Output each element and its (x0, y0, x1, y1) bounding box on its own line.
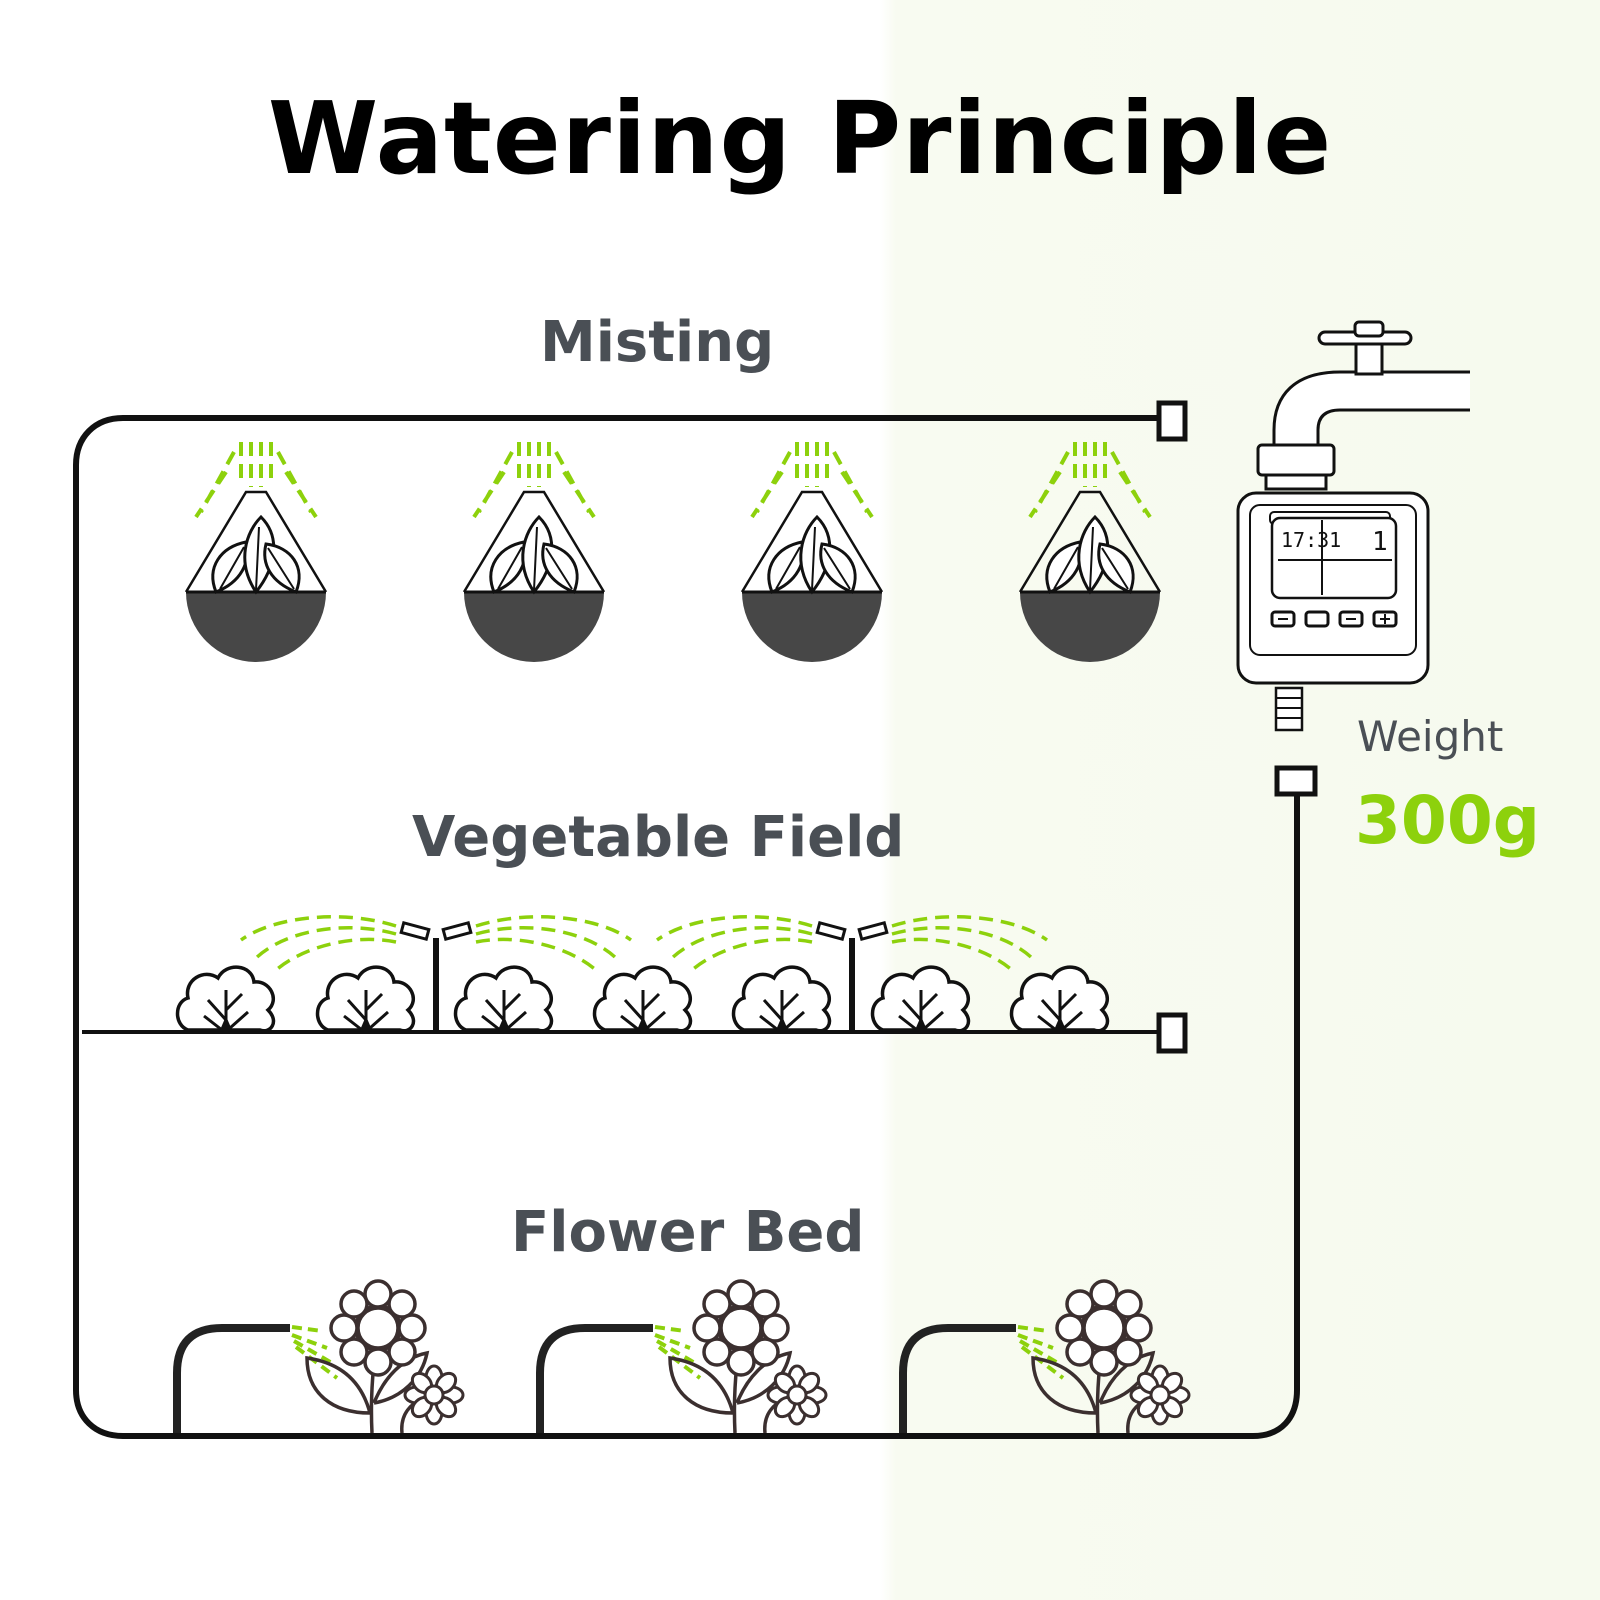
lettuce-icon (731, 965, 832, 1034)
vegetable-field-label: Vegetable Field (412, 805, 905, 870)
misting-label: Misting (540, 310, 775, 375)
hanging-plant-icon (184, 440, 328, 664)
lettuce-icon (1009, 965, 1110, 1034)
flower-bed-label: Flower Bed (511, 1200, 865, 1265)
hanging-plant-icon (740, 440, 884, 664)
lettuce-icon (175, 965, 276, 1034)
end-cap (1156, 400, 1188, 442)
lettuce-icon (592, 965, 693, 1034)
weight-label: Weight (1357, 712, 1504, 761)
main-pipe (73, 415, 1300, 1439)
lettuce-icon (315, 965, 416, 1034)
timer-display-count: 1 (1372, 527, 1388, 557)
pipe-connector (1274, 765, 1318, 797)
end-cap (1156, 1012, 1188, 1054)
lettuce-icon (453, 965, 554, 1034)
flower-icon (540, 1281, 826, 1433)
sprinkler-icon (241, 917, 631, 1030)
flower-icon (903, 1281, 1189, 1433)
hanging-plant-icon (462, 440, 606, 664)
page-title: Watering Principle (267, 80, 1333, 197)
lettuce-icon (870, 965, 971, 1034)
sprinkler-icon (657, 917, 1047, 1030)
flower-icon (177, 1281, 463, 1433)
faucet-icon (1256, 320, 1470, 491)
timer-display-time: 17:31 (1281, 528, 1341, 552)
weight-value: 300g (1355, 782, 1541, 859)
hanging-plant-icon (1018, 440, 1162, 664)
water-timer-icon (1236, 491, 1430, 732)
